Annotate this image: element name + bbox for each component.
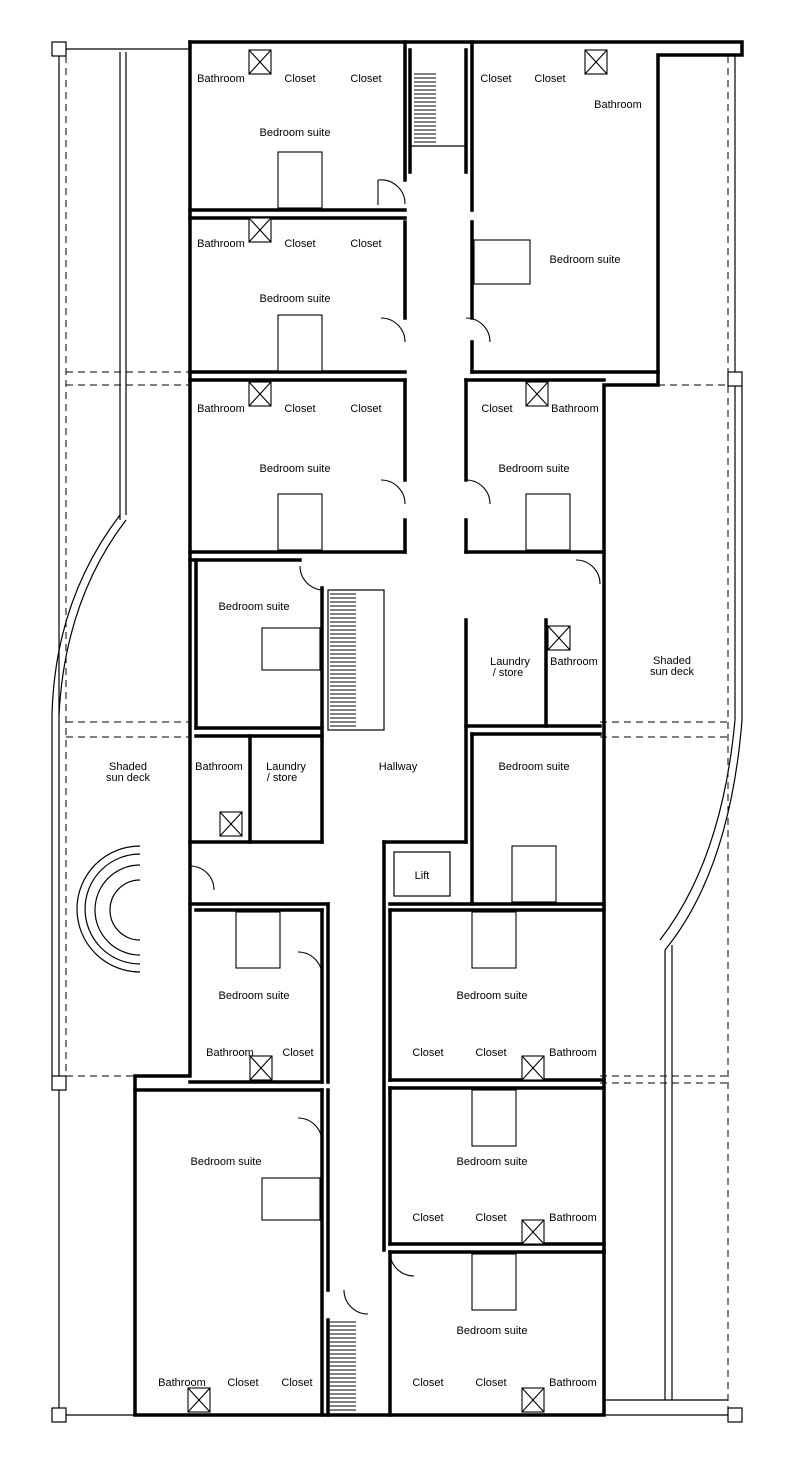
room-label: sun deck (106, 772, 151, 784)
room-label: Closet (281, 1377, 312, 1389)
room-label: / store (267, 772, 298, 784)
room-label: Bathroom (549, 1047, 597, 1059)
room-label: Bathroom (197, 403, 245, 415)
room-label: Closet (412, 1377, 443, 1389)
room-label: Bedroom suite (499, 761, 570, 773)
room-label: Bathroom (197, 238, 245, 250)
room-label: Laundry (490, 656, 530, 668)
room-label: Closet (475, 1377, 506, 1389)
room-label: Closet (475, 1212, 506, 1224)
room-label: Hallway (379, 761, 418, 773)
room-label: Bedroom suite (260, 293, 331, 305)
room-label: Closet (284, 238, 315, 250)
room-label: / store (493, 667, 524, 679)
fixtures (187, 49, 608, 1413)
room-label: Closet (284, 403, 315, 415)
room-label: Shaded (653, 655, 691, 667)
room-label: Bathroom (206, 1047, 254, 1059)
room-label: Closet (282, 1047, 313, 1059)
room-label: Bathroom (197, 73, 245, 85)
room-label: Bedroom suite (550, 254, 621, 266)
room-label: Closet (475, 1047, 506, 1059)
room-label: Bedroom suite (260, 127, 331, 139)
spiral-stair (76, 845, 141, 973)
room-label: Bedroom suite (457, 990, 528, 1002)
stairs (330, 73, 436, 1411)
room-label: Closet (350, 73, 381, 85)
room-label: Bathroom (551, 403, 599, 415)
deck-outline (51, 41, 743, 1423)
room-label: Bedroom suite (499, 463, 570, 475)
room-label: Bathroom (549, 1377, 597, 1389)
room-label: Closet (350, 238, 381, 250)
room-label: Bathroom (158, 1377, 206, 1389)
room-label: Closet (412, 1212, 443, 1224)
room-label: Bedroom suite (260, 463, 331, 475)
room-label: Closet (480, 73, 511, 85)
room-label: Bathroom (549, 1212, 597, 1224)
room-label: Closet (412, 1047, 443, 1059)
room-label: Bedroom suite (219, 601, 290, 613)
room-label: Bathroom (550, 656, 598, 668)
room-label: Bedroom suite (457, 1156, 528, 1168)
room-label: Shaded (109, 761, 147, 773)
building-walls (133, 40, 744, 1417)
room-label: Closet (284, 73, 315, 85)
room-label: sun deck (650, 666, 695, 678)
room-label: Bedroom suite (191, 1156, 262, 1168)
room-label: Closet (534, 73, 565, 85)
doors (189, 179, 601, 1315)
room-label: Closet (481, 403, 512, 415)
room-label: Lift (415, 870, 430, 882)
room-label: Bedroom suite (457, 1325, 528, 1337)
room-label: Laundry (266, 761, 306, 773)
room-label: Bedroom suite (219, 990, 290, 1002)
room-label: Closet (227, 1377, 258, 1389)
room-label: Bathroom (195, 761, 243, 773)
room-label: Bathroom (594, 99, 642, 111)
room-label: Closet (350, 403, 381, 415)
